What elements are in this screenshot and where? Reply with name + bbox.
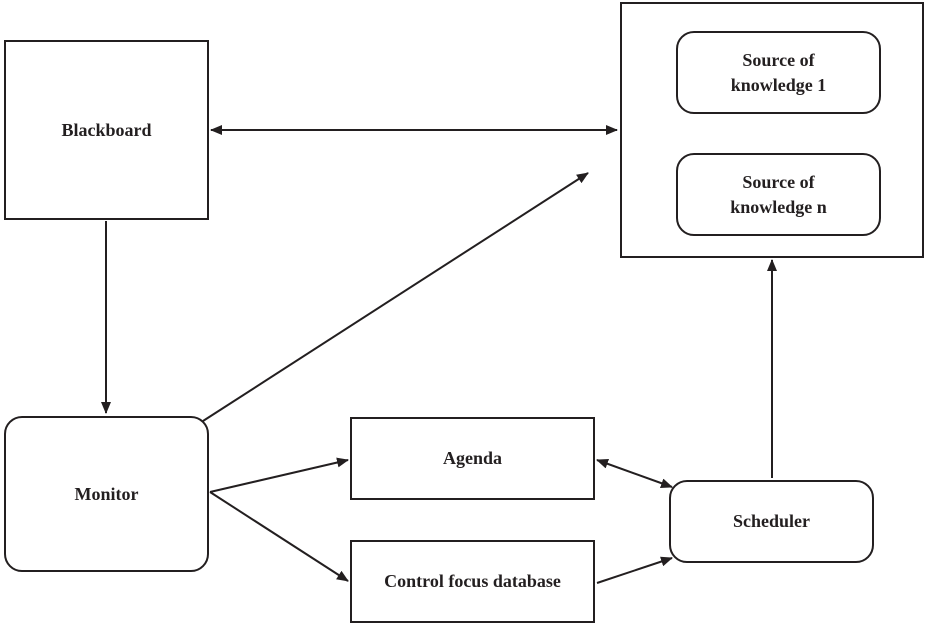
scheduler-box: Scheduler xyxy=(669,480,874,563)
control-focus-database-label: Control focus database xyxy=(384,571,561,592)
agenda-box: Agenda xyxy=(350,417,595,500)
edge-monitor-agenda xyxy=(209,457,349,493)
blackboard-label: Blackboard xyxy=(61,119,152,140)
knowledge-source-1-label: Source of knowledge 1 xyxy=(730,50,827,95)
edge-monitor-control-focus-database xyxy=(209,491,349,582)
knowledge-source-n-box: Source of knowledge n xyxy=(676,153,881,236)
agenda-label: Agenda xyxy=(442,448,502,469)
knowledge-source-n-label: Source of knowledge n xyxy=(730,172,827,217)
knowledge-source-1-box: Source of knowledge 1 xyxy=(676,31,881,114)
edge-agenda-scheduler xyxy=(596,459,673,488)
edge-monitor-knowledge-sources xyxy=(202,172,589,422)
scheduler-label: Scheduler xyxy=(732,511,810,532)
blackboard-box: Blackboard xyxy=(4,40,209,220)
monitor-box: Monitor xyxy=(4,416,209,572)
edge-control-focus-database-scheduler xyxy=(596,556,673,584)
monitor-label: Monitor xyxy=(74,483,139,504)
control-focus-database-box: Control focus database xyxy=(350,540,595,623)
